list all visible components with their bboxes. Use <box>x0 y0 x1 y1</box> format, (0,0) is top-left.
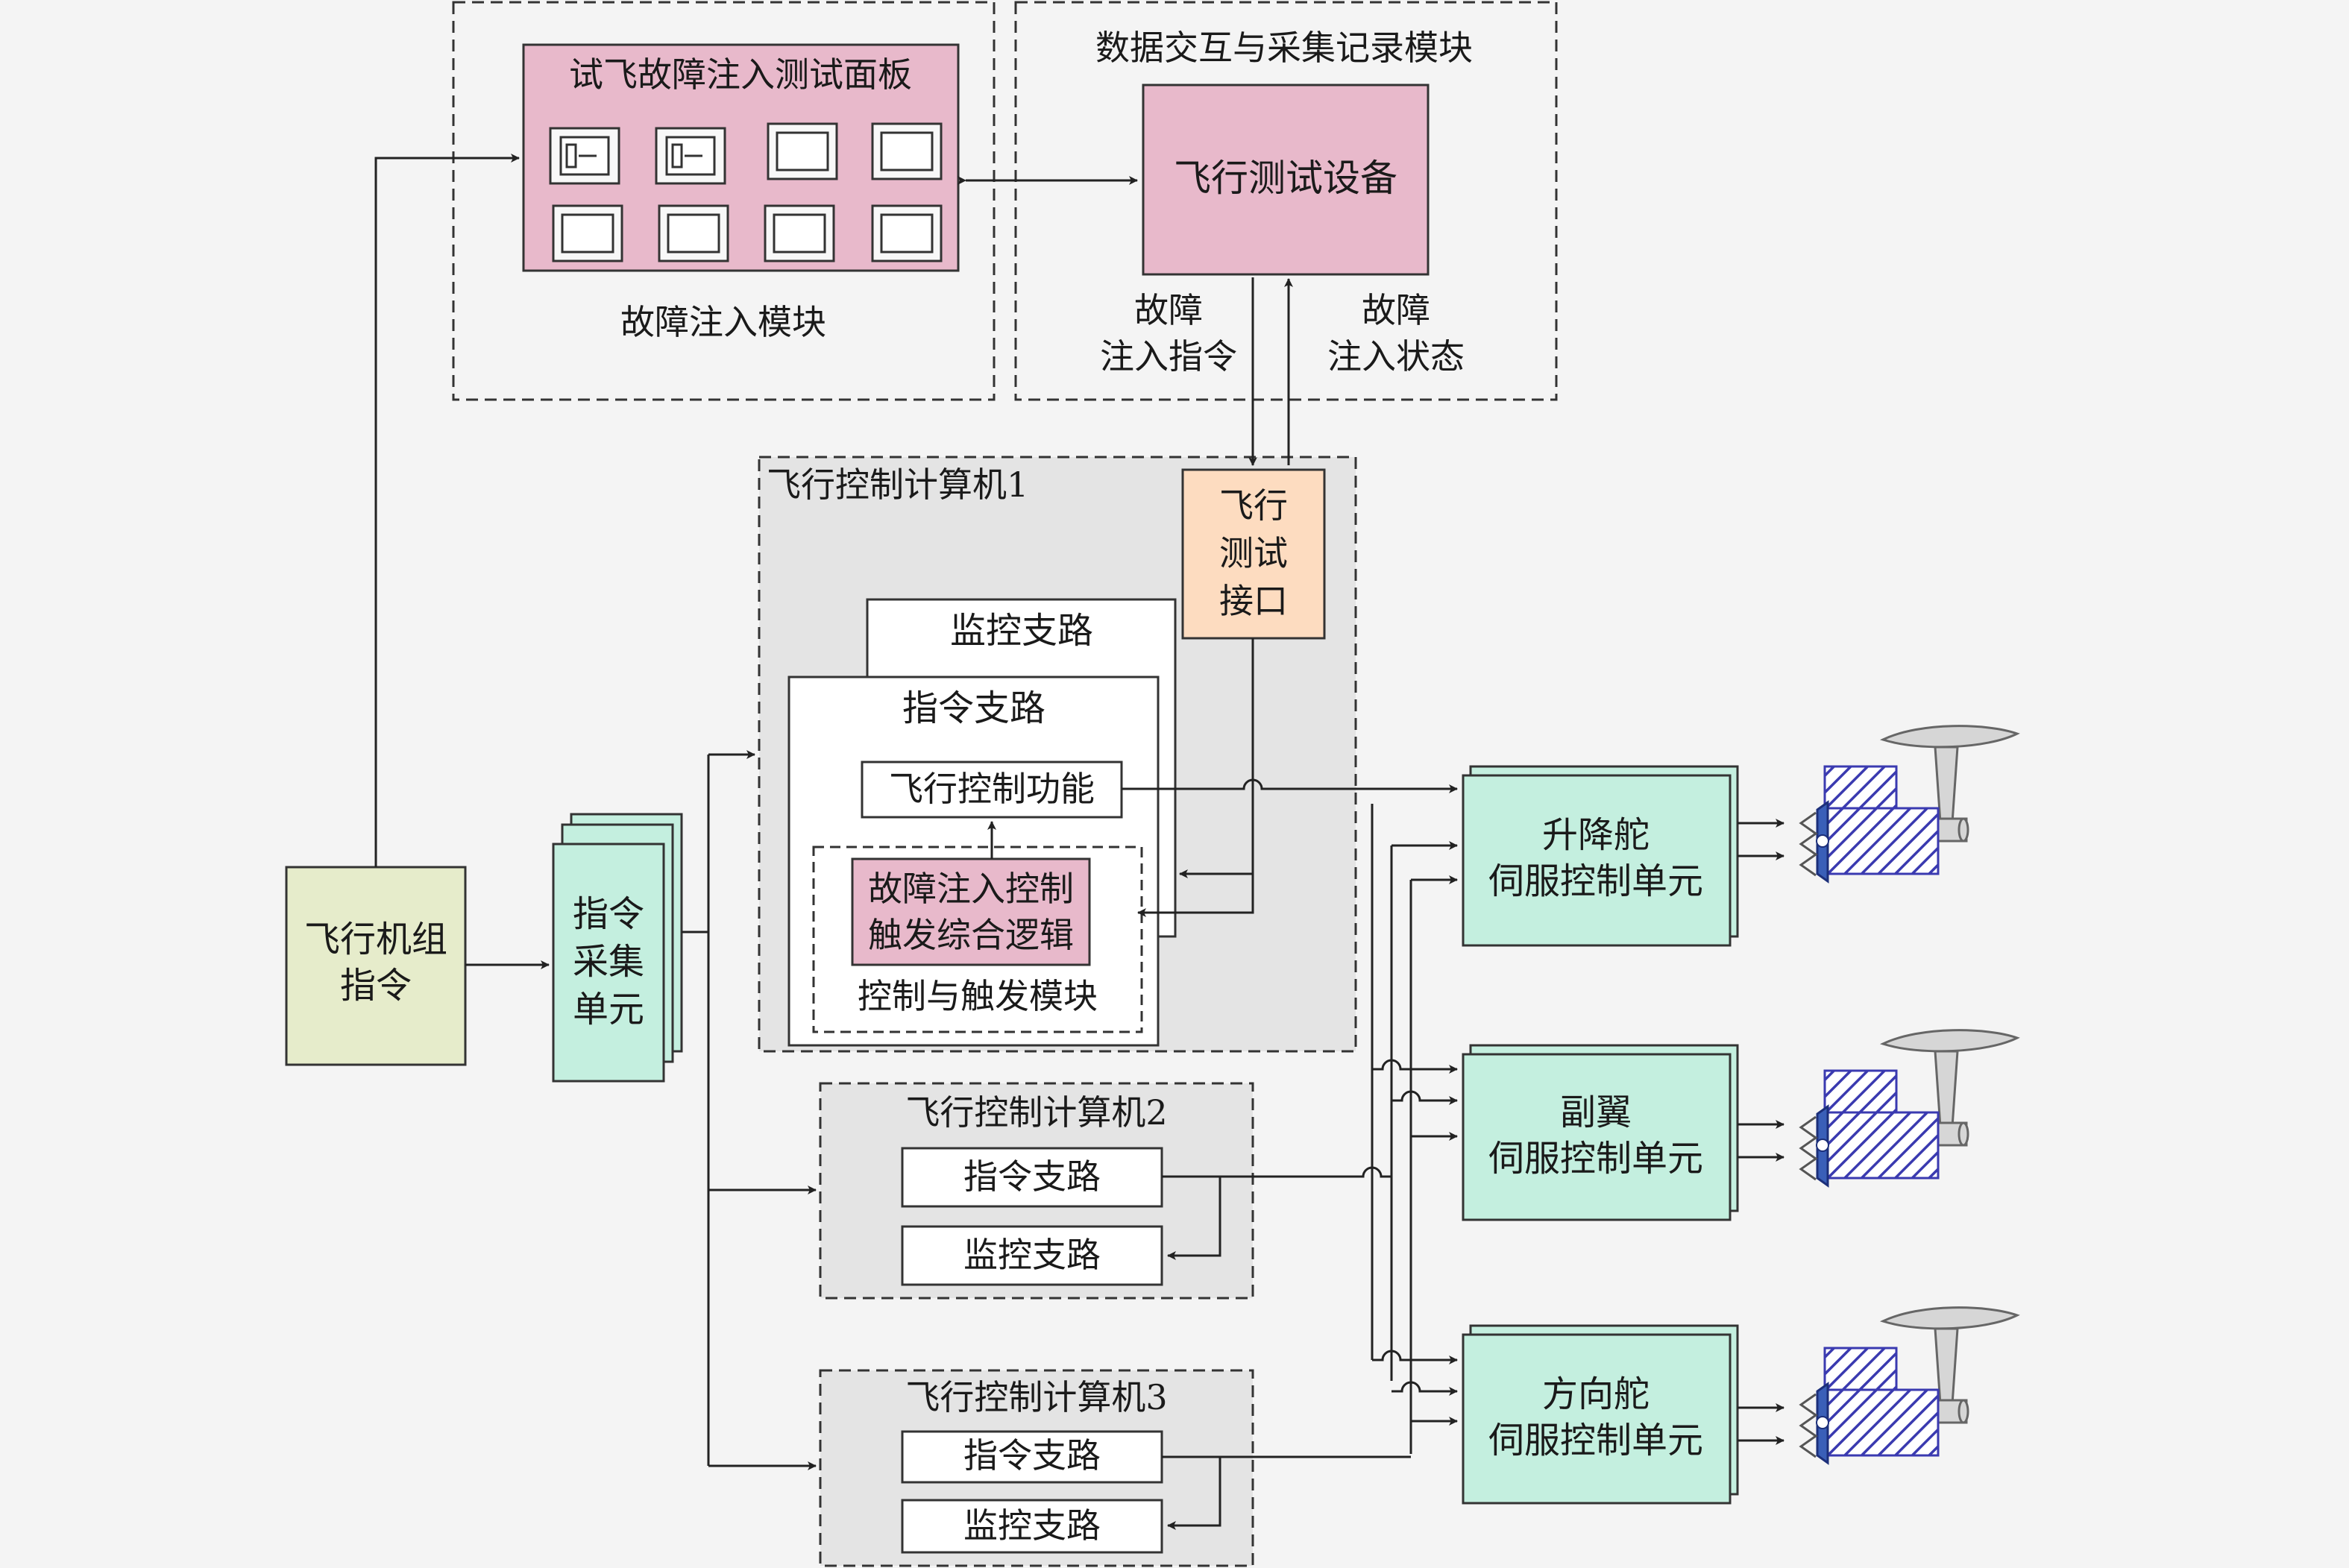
control-trigger-module-label: 控制与触发模块 <box>858 976 1098 1016</box>
data-module-boundary <box>1014 1 1558 401</box>
fcc3-command-branch-label: 指令支路 <box>963 1435 1101 1476</box>
crew-to-panel-arrow <box>374 154 520 867</box>
signal-cmd-line1: 故障 <box>1134 290 1203 330</box>
crew-command-line2: 指令 <box>340 965 412 1007</box>
fcc2-command-branch-label: 指令支路 <box>963 1156 1101 1197</box>
test-panel-title: 试飞故障注入测试面板 <box>569 54 912 95</box>
fcc2-title: 飞行控制计算机2 <box>905 1092 1167 1133</box>
servo-aileron-line2: 伺服控制单元 <box>1488 1138 1703 1180</box>
fcc3-monitor-branch-label: 监控支路 <box>963 1505 1101 1546</box>
acquisition-unit-stack <box>552 813 683 1083</box>
servo-elevator-line2: 伺服控制单元 <box>1488 860 1703 902</box>
panel-toggle-switch-icon[interactable] <box>655 127 726 185</box>
crew-command-box <box>285 866 467 1066</box>
fcc2-monitor-branch-label: 监控支路 <box>963 1235 1101 1275</box>
fault-logic-line1: 故障注入控制 <box>868 869 1074 909</box>
servo-aileron-line1: 副翼 <box>1560 1092 1632 1133</box>
acquisition-unit-line3: 单元 <box>573 989 644 1030</box>
panel-switch-grid <box>549 122 943 262</box>
fcc2-monitor-branch <box>901 1225 1163 1286</box>
servo-elevator-line1: 升降舵 <box>1542 814 1650 856</box>
fault-injection-module-boundary <box>452 1 996 401</box>
fcc3-title: 飞行控制计算机3 <box>905 1377 1167 1417</box>
servo-rudder-line1: 方向舵 <box>1542 1373 1650 1415</box>
panel-button-icon[interactable] <box>871 122 943 180</box>
servo-rudder-line2: 伺服控制单元 <box>1488 1420 1703 1461</box>
panel-button-icon[interactable] <box>552 204 623 262</box>
servo-stack-rudder <box>1462 1324 1739 1505</box>
panel-toggle-switch-icon[interactable] <box>549 127 620 185</box>
fcc1-command-branch-label: 指令支路 <box>902 687 1045 729</box>
panel-button-icon[interactable] <box>764 204 835 262</box>
panel-button-icon[interactable] <box>871 204 943 262</box>
test-interface-line1: 飞行 <box>1219 485 1288 526</box>
acquisition-unit-line1: 指令 <box>573 893 644 935</box>
fault-injection-module-label: 故障注入模块 <box>620 302 826 342</box>
fcc3-command-branch <box>901 1430 1163 1484</box>
interface-to-logic-arrow <box>1137 874 1254 917</box>
panel-button-icon[interactable] <box>767 122 838 180</box>
rudder-actuator-icon <box>1799 1306 2019 1464</box>
signal-status-line2: 注入状态 <box>1327 336 1465 377</box>
signal-cmd-line2: 注入指令 <box>1100 336 1237 377</box>
crew-command-line1: 飞行机组 <box>304 919 447 960</box>
servo-to-actuator-arrows <box>1738 819 1784 1445</box>
flight-test-interface <box>1181 468 1326 640</box>
fault-logic-line2: 触发综合逻辑 <box>868 915 1074 955</box>
fcc1-title: 飞行控制计算机1 <box>767 465 1028 505</box>
elevator-actuator-icon <box>1799 725 2019 883</box>
panel-button-icon[interactable] <box>658 204 729 262</box>
servo-wiring <box>1122 778 1458 1458</box>
aileron-actuator-icon <box>1799 1029 2019 1187</box>
signal-status-line1: 故障 <box>1362 290 1430 330</box>
servo-stack-aileron <box>1462 1044 1739 1221</box>
flight-test-device <box>1142 84 1430 276</box>
fcc2-command-branch <box>901 1147 1163 1208</box>
fault-logic-box <box>851 857 1091 966</box>
acquisition-unit-line2: 采集 <box>573 941 644 983</box>
test-interface-line2: 测试 <box>1219 533 1288 573</box>
data-module-label: 数据交互与采集记录模块 <box>1095 28 1473 68</box>
flight-test-device-label: 飞行测试设备 <box>1174 157 1397 200</box>
servo-stack-elevator <box>1462 765 1739 947</box>
test-interface-line3: 接口 <box>1219 581 1288 621</box>
fcc1-monitor-branch-label: 监控支路 <box>950 610 1093 652</box>
fcc3-monitor-branch <box>901 1499 1163 1554</box>
flight-control-function-label: 飞行控制功能 <box>889 769 1095 809</box>
